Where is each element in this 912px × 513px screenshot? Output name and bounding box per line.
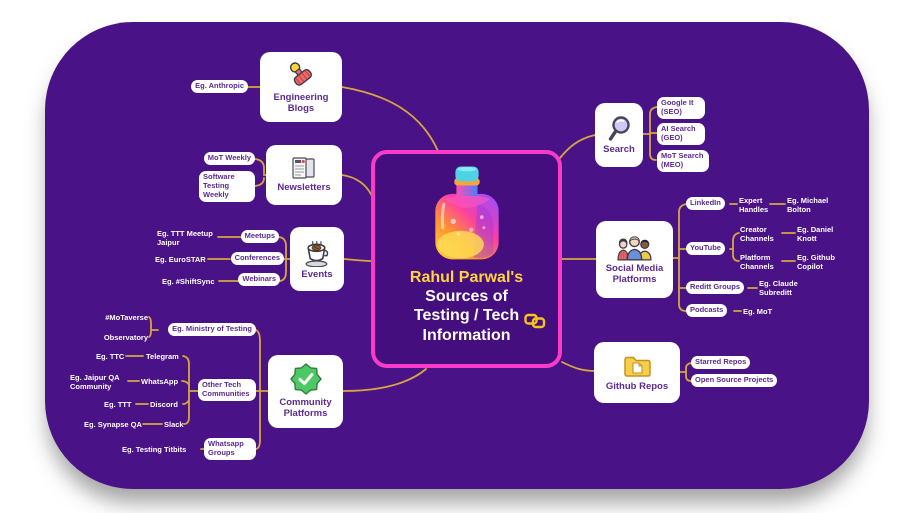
node-label: Engineering Blogs (273, 91, 329, 114)
chip-open-source-projects[interactable]: Open Source Projects (691, 374, 778, 387)
chip-google-it-seo[interactable]: Google It (SEO) (657, 97, 705, 119)
node-github-repos[interactable]: Github Repos (594, 342, 680, 403)
central-topic[interactable]: Rahul Parwal's Sources of Testing / Tech… (371, 150, 562, 368)
label-whatsapp[interactable]: WhatsApp (141, 377, 179, 386)
node-label: Community Platforms (279, 397, 332, 419)
label-eg-michael-bolton[interactable]: Eg. Michael Bolton (787, 196, 829, 214)
label-eg-daniel-knott[interactable]: Eg. Daniel Knott (797, 225, 834, 243)
label-slack[interactable]: Slack (164, 420, 184, 429)
chip-youtube[interactable]: YouTube (686, 242, 725, 255)
link-icon[interactable] (524, 312, 546, 330)
label-eg-ttt[interactable]: Eg. TTT (104, 400, 132, 409)
node-social-media-platforms[interactable]: Social Media Platforms (596, 221, 673, 298)
label-creator-channels[interactable]: Creator Channels (740, 225, 774, 243)
label-eg-jaipur-qa-community[interactable]: Eg. Jaipur QA Community (70, 373, 120, 391)
chip-ai-search-geo[interactable]: AI Search (GEO) (657, 123, 705, 145)
label-motaverse[interactable]: #MoTaverse (105, 313, 148, 322)
people-icon (617, 236, 652, 261)
node-search[interactable]: Search (595, 103, 643, 167)
label-eg-github-copilot[interactable]: Eg. Github Copilot (797, 253, 835, 271)
chip-ministry-of-testing[interactable]: Eg. Ministry of Testing (168, 323, 256, 336)
chip-podcasts[interactable]: Podcasts (686, 304, 728, 317)
label-eg-ttt-meetup-jaipur[interactable]: Eg. TTT Meetup Jaipur (157, 229, 213, 247)
potion-bottle-icon (434, 166, 499, 260)
central-topic-subject: Sources of Testing / Tech Information (413, 288, 520, 344)
magnifier-icon (608, 116, 630, 141)
chip-reditt-groups[interactable]: Reditt Groups (686, 281, 744, 294)
node-label: Events (301, 268, 333, 280)
node-newsletters[interactable]: Newsletters (266, 145, 342, 205)
label-eg-eurostar[interactable]: Eg. EuroSTAR (155, 255, 206, 264)
chip-mot-weekly[interactable]: MoT Weekly (203, 152, 255, 165)
coffee-cup-icon (304, 240, 328, 267)
chip-meetups[interactable]: Meetups (240, 230, 279, 243)
central-topic-title: Rahul Parwal's Sources of Testing / Tech… (399, 268, 535, 345)
central-topic-name: Rahul Parwal's (409, 269, 524, 286)
folder-icon (624, 356, 651, 377)
chip-whatsapp-groups[interactable]: Whatsapp Groups (204, 438, 256, 460)
label-eg-synapse-qa[interactable]: Eg. Synapse QA (84, 420, 142, 429)
chip-other-tech-communities[interactable]: Other Tech Communities (198, 379, 256, 401)
node-community-platforms[interactable]: Community Platforms (268, 355, 343, 428)
label-eg-shiftsync[interactable]: Eg. #ShiftSync (162, 277, 215, 286)
label-discord[interactable]: Discord (150, 400, 178, 409)
newspaper-icon (292, 157, 315, 179)
chip-webinars[interactable]: Webinars (238, 273, 280, 286)
stamp-icon (289, 62, 312, 86)
label-eg-testing-titbits[interactable]: Eg. Testing Titbits (122, 445, 187, 454)
label-telegram[interactable]: Telegram (146, 352, 179, 361)
node-label: Github Repos (605, 380, 669, 392)
label-platform-channels[interactable]: Platform Channels (740, 253, 774, 271)
node-label: Social Media Platforms (605, 262, 664, 285)
chip-conferences[interactable]: Conferences (230, 252, 284, 265)
chip-linkedin[interactable]: LinkedIn (686, 197, 725, 210)
node-label: Newsletters (277, 182, 331, 194)
node-label: Search (603, 144, 635, 156)
chip-starred-repos[interactable]: Starred Repos (691, 356, 751, 369)
chip-mot-search-meo[interactable]: MoT Search (MEO) (657, 150, 709, 172)
node-engineering-blogs[interactable]: Engineering Blogs (260, 52, 342, 122)
chip-software-testing-weekly[interactable]: Software Testing Weekly (199, 171, 255, 202)
chip-eg-anthropic[interactable]: Eg. Anthropic (191, 80, 248, 93)
node-events[interactable]: Events (290, 227, 344, 291)
label-eg-ttc[interactable]: Eg. TTC (96, 352, 125, 361)
verified-badge-icon (289, 363, 322, 396)
label-eg-mot[interactable]: Eg. MoT (743, 307, 773, 316)
label-observatory[interactable]: Observatory (103, 333, 148, 342)
label-expert-handles[interactable]: Expert Handles (739, 196, 769, 214)
label-eg-claude-subreditt[interactable]: Eg. Claude Subreditt (759, 279, 798, 297)
